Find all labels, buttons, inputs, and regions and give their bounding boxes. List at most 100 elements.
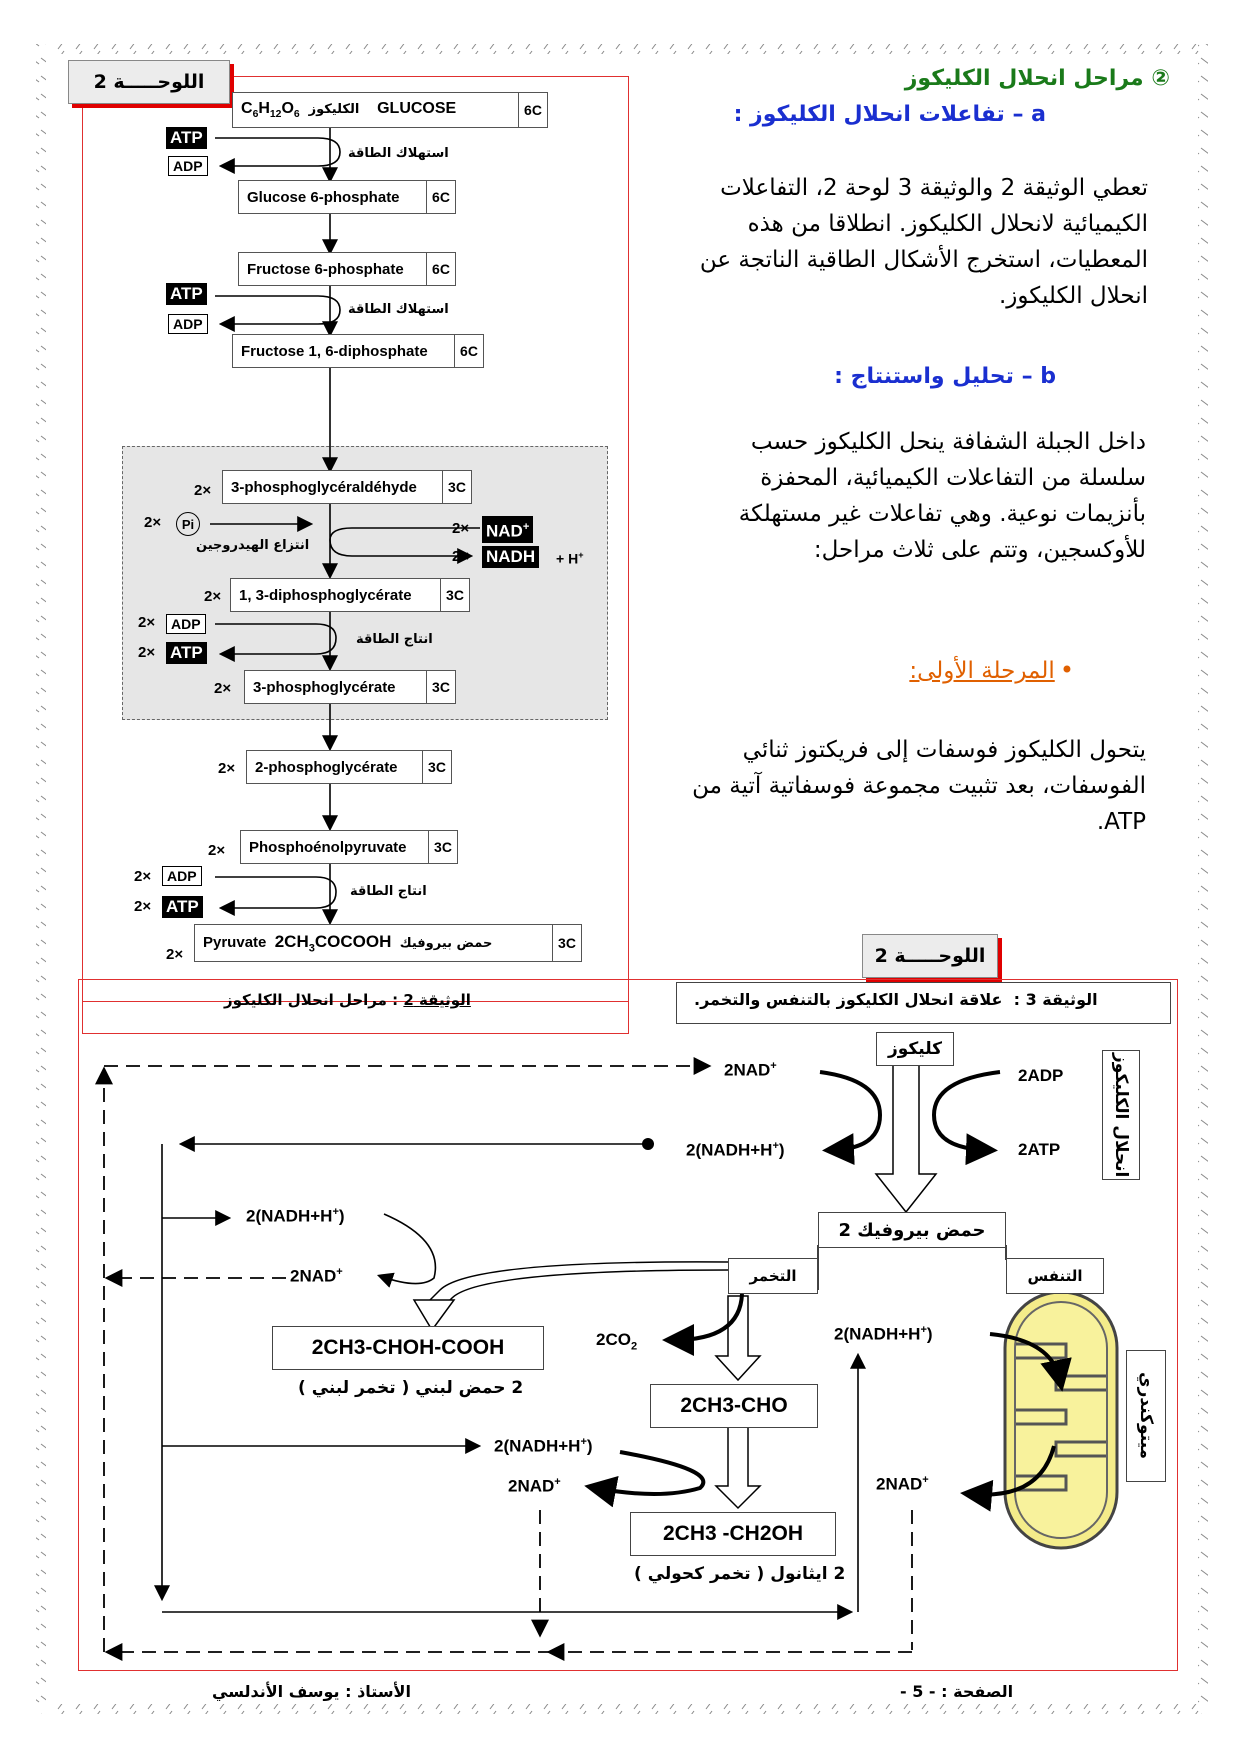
nad-ethanol-label: 2NAD+ xyxy=(508,1476,561,1496)
dpg-carbon-count: 3C xyxy=(440,579,469,611)
f16dp-carbon-count: 6C xyxy=(454,335,483,367)
respiration-box: التنفس xyxy=(1006,1258,1104,1294)
g3p-label: 3-phosphoglycéraldéhyde xyxy=(231,478,417,496)
subsection-a-heading: a – تفاعلات انحلال الكليكوز : xyxy=(733,102,1046,127)
f6p-carbon-count: 6C xyxy=(426,253,455,285)
f16dp-label: Fructose 1, 6-diphosphate xyxy=(241,342,428,360)
adp-tag-3: ADP xyxy=(166,614,206,634)
fermentation-box: التخمر xyxy=(728,1258,818,1294)
nad-top-label: 2NAD+ xyxy=(724,1060,777,1080)
multiplier: 2× xyxy=(138,644,156,661)
phosphate-pi-circle: Pi xyxy=(176,512,200,536)
nadh-tag: NADH xyxy=(482,546,540,568)
lactic-acid-label: 2 حمض لبني ( تخمر لبني ) xyxy=(298,1378,524,1398)
co2-label: 2CO2 xyxy=(596,1330,638,1353)
multiplier: 2× xyxy=(166,946,184,963)
ethanol-label: 2 ايثانول ( تخمر كحولي ) xyxy=(634,1564,846,1584)
adp-tag-2: ADP xyxy=(168,314,208,334)
multiplier: 2× xyxy=(204,588,222,605)
pep-carbon-count: 3C xyxy=(428,831,457,863)
multiplier: 2× xyxy=(218,760,236,777)
glucose-6-phosphate-box: Glucose 6-phosphate 6C xyxy=(238,180,456,214)
pyruvate-carbon-count: 3C xyxy=(552,925,581,961)
panel-tab-2: اللوحـــــة 2 xyxy=(862,934,998,978)
atp-tag-4: ATP xyxy=(162,896,203,918)
document-2-panel xyxy=(82,76,629,1034)
adp-tag-1: ADP xyxy=(168,156,208,176)
dehydrogenation-label: انتزاع الهيدروجين xyxy=(196,538,310,553)
glucose-carbon-count: 6C xyxy=(518,93,547,127)
fructose-6-phosphate-box: Fructose 6-phosphate 6C xyxy=(238,252,456,286)
phosphoglyceraldehyde-box: 3-phosphoglycéraldéhyde 3C xyxy=(222,470,472,504)
document-2-caption: الوثيقة 2 : مراحل انحلال الكليكوز xyxy=(224,991,471,1009)
atp-tag-1: ATP xyxy=(166,127,207,149)
multiplier: 2× xyxy=(138,614,156,631)
caption-separator xyxy=(82,1001,629,1002)
plus-h: + H+ xyxy=(556,550,584,567)
pyruvic-acid-box: 2 حمض بيروفيك xyxy=(818,1212,1006,1248)
nadh-lactic-label: 2(NADH+H+) xyxy=(246,1206,345,1226)
fructose-16-diphosphate-box: Fructose 1, 6-diphosphate 6C xyxy=(232,334,484,368)
diphosphoglycerate-box: 1, 3-diphosphoglycérate 3C xyxy=(230,578,470,612)
nad-tag: NAD+ xyxy=(482,516,534,543)
pg3-label: 3-phosphoglycérate xyxy=(253,678,396,696)
phosphoglycerate-3-box: 3-phosphoglycérate 3C xyxy=(244,670,456,704)
dpg-label: 1, 3-diphosphoglycérate xyxy=(239,586,412,604)
mitochondrion-shape xyxy=(1003,1290,1119,1550)
stage-1-text: يتحول الكليكوز فوسفات إلى فريكتوز ثنائي … xyxy=(692,737,1146,835)
pyruvate-label: Pyruvate 2CH3COCOOH حمض بيروفيك xyxy=(203,931,493,955)
multiplier: 2× xyxy=(214,680,232,697)
atp-tag-3: ATP xyxy=(166,642,207,664)
glycolysis-vertical-label: انحلال الكليكوز xyxy=(1102,1050,1140,1180)
panel-tab-1: اللوحـــــة 2 xyxy=(68,60,230,104)
multiplier: 2× xyxy=(452,548,470,565)
atp-top-label: 2ATP xyxy=(1018,1140,1061,1159)
pg3-carbon-count: 3C xyxy=(426,671,455,703)
acetaldehyde-box: 2CH3-CHO xyxy=(650,1384,818,1428)
nadh-ethanol-label: 2(NADH+H+) xyxy=(494,1436,593,1456)
nadh-respiration-label: 2(NADH+H+) xyxy=(834,1324,933,1344)
multiplier: 2× xyxy=(208,842,226,859)
pep-label: Phosphoénolpyruvate xyxy=(249,838,407,856)
glucose-box: C6H12O6 الكليكوز GLUCOSE 6C xyxy=(232,92,548,128)
multiplier: 2× xyxy=(134,898,152,915)
g6p-label: Glucose 6-phosphate xyxy=(247,188,400,206)
subsection-a-text: تعطي الوثيقة 2 والوثيقة 3 لوحة 2، التفاع… xyxy=(699,175,1148,309)
pyruvate-box: Pyruvate 2CH3COCOOH حمض بيروفيك 3C xyxy=(194,924,582,962)
document-3-panel xyxy=(78,979,1178,1671)
adp-top-label: 2ADP xyxy=(1018,1066,1064,1085)
nad-respiration-label: 2NAD+ xyxy=(876,1474,929,1494)
multiplier: 2× xyxy=(134,868,152,885)
subsection-b-heading: b – تحليل واستنتاج : xyxy=(834,364,1056,389)
panel-tab-label: اللوحـــــة 2 xyxy=(874,945,986,967)
energy-production-label-2: انتاج الطاقة xyxy=(350,884,427,899)
mitochondrion-label: ميتوكندري xyxy=(1126,1350,1166,1482)
glucose-box-ar: كليكوز xyxy=(876,1032,954,1066)
lactic-acid-formula-box: 2CH3-CHOH-COOH xyxy=(272,1326,544,1370)
glucose-formula: C6H12O6 الكليكوز GLUCOSE xyxy=(241,99,457,121)
nad-lactic-label: 2NAD+ xyxy=(290,1266,343,1286)
atp-tag-2: ATP xyxy=(166,283,207,305)
document-3-title-box xyxy=(676,982,1171,1024)
subsection-b-text: داخل الجبلة الشفافة ينحل الكليكوز حسب سل… xyxy=(738,429,1146,563)
energy-consumption-label-2: استهلاك الطاقة xyxy=(348,302,449,317)
phosphoglycerate-2-box: 2-phosphoglycérate 3C xyxy=(246,750,452,784)
multiplier: 2× xyxy=(144,514,162,531)
pg2-label: 2-phosphoglycérate xyxy=(255,758,398,776)
teacher-name: الأستاذ : يوسف الأندلسي xyxy=(212,1682,411,1701)
adp-tag-4: ADP xyxy=(162,866,202,886)
stage-1-heading: • المرحلة الأولى: xyxy=(909,656,1074,684)
energy-production-label-1: انتاج الطاقة xyxy=(356,632,433,647)
energy-consumption-label-1: استهلاك الطاقة xyxy=(348,146,449,161)
phosphoenolpyruvate-box: Phosphoénolpyruvate 3C xyxy=(240,830,458,864)
g3p-carbon-count: 3C xyxy=(442,471,471,503)
pg2-carbon-count: 3C xyxy=(422,751,451,783)
panel-tab-label: اللوحـــــة 2 xyxy=(93,71,205,93)
page-number: الصفحة : - 5 - xyxy=(900,1682,1014,1701)
section-heading: ② مراحل انحلال الكليكوز xyxy=(904,66,1170,91)
multiplier: 2× xyxy=(194,482,212,499)
ethanol-formula-box: 2CH3 -CH2OH xyxy=(630,1512,836,1556)
nadh-top-label: 2(NADH+H+) xyxy=(686,1140,785,1160)
